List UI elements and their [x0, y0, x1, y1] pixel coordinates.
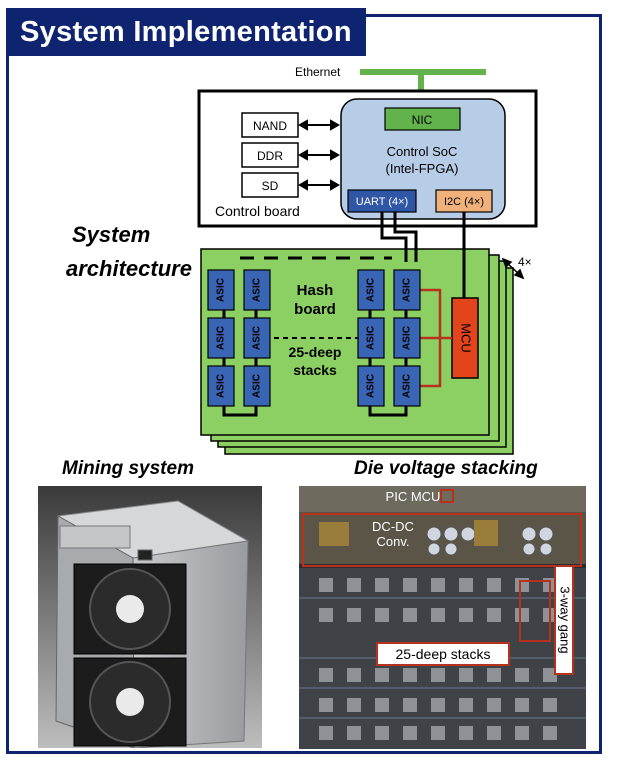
hash-board-label-2: board	[294, 301, 336, 318]
asic-label: ASIC	[402, 278, 413, 302]
asic-chip	[207, 317, 235, 359]
asic-chip	[393, 365, 421, 407]
nand-box	[241, 112, 299, 138]
asic-label: ASIC	[366, 326, 377, 350]
mcu-label: MCU	[459, 323, 474, 353]
i2c-label: I2C (4×)	[444, 196, 484, 208]
asic-chip	[357, 317, 385, 359]
stack-count-label: 4×	[518, 255, 532, 269]
asic-column-3	[357, 269, 385, 407]
asic-label: ASIC	[366, 278, 377, 302]
asic-labels: ASIC ASIC ASIC ASIC ASIC ASIC ASIC ASIC …	[216, 278, 413, 398]
asic-label: ASIC	[252, 374, 263, 398]
uart-wires	[380, 212, 418, 262]
board-illustration: 25-deep stacks 3-way gang PIC MCU DC-DC …	[299, 486, 586, 749]
asic-label: ASIC	[252, 326, 263, 350]
asic-chip	[357, 269, 385, 311]
stacks-label: 25-deep	[289, 344, 342, 360]
hash-board-label: Hash	[297, 282, 334, 299]
soc-sublabel: (Intel-FPGA)	[386, 161, 459, 176]
soc-label: Control SoC	[387, 144, 458, 159]
miner-illustration	[38, 486, 262, 748]
asic-chip	[357, 365, 385, 407]
asic-label: ASIC	[402, 326, 413, 350]
uart-label: UART (4×)	[356, 196, 408, 208]
asic-chip	[393, 317, 421, 359]
asic-chip	[207, 365, 235, 407]
mining-system-caption: Mining system	[62, 458, 194, 479]
dcdc-sublabel: Conv.	[377, 534, 410, 549]
asic-label: ASIC	[252, 278, 263, 302]
asic-column-4	[393, 269, 421, 407]
system-arch-label-2: architecture	[66, 256, 192, 281]
asic-label: ASIC	[216, 278, 227, 302]
asic-label: ASIC	[216, 374, 227, 398]
asic-chip	[393, 269, 421, 311]
system-arch-label: System	[72, 222, 150, 247]
nic-label: NIC	[412, 113, 433, 127]
gang-callout-label: 3-way gang	[558, 586, 573, 653]
nic-block	[384, 107, 461, 131]
mcu-asic-links	[418, 288, 452, 388]
asic-chip	[243, 365, 271, 407]
stacks-callout-label: 25-deep stacks	[396, 646, 491, 662]
control-soc	[340, 98, 506, 220]
asic-chip	[243, 317, 271, 359]
pic-mcu-label: PIC MCU	[386, 489, 441, 504]
gang-callout-box	[554, 565, 574, 675]
asic-column-1	[207, 269, 235, 407]
ethernet-label: Ethernet	[295, 65, 341, 79]
control-board-label: Control board	[215, 203, 300, 219]
asic-label: ASIC	[402, 374, 413, 398]
ddr-label: DDR	[257, 149, 283, 163]
stack-count-arrow	[501, 257, 525, 280]
asic-label: ASIC	[366, 374, 377, 398]
mcu-block	[451, 297, 479, 379]
asic-column-2	[243, 269, 271, 407]
die-voltage-caption: Die voltage stacking	[354, 458, 538, 479]
ddr-box	[241, 142, 299, 168]
asic-chip	[207, 269, 235, 311]
sd-label: SD	[262, 179, 279, 193]
stacks-label-2: stacks	[293, 362, 337, 378]
asic-label: ASIC	[216, 326, 227, 350]
mining-system-photo	[38, 486, 262, 748]
memory-arrows	[297, 119, 341, 191]
die-voltage-photo: 25-deep stacks 3-way gang PIC MCU DC-DC …	[299, 486, 586, 749]
dcdc-label: DC-DC	[372, 519, 414, 534]
nand-label: NAND	[253, 119, 287, 133]
stacks-callout-box	[376, 642, 510, 666]
asic-chip	[243, 269, 271, 311]
page-title: System Implementation	[6, 8, 366, 56]
